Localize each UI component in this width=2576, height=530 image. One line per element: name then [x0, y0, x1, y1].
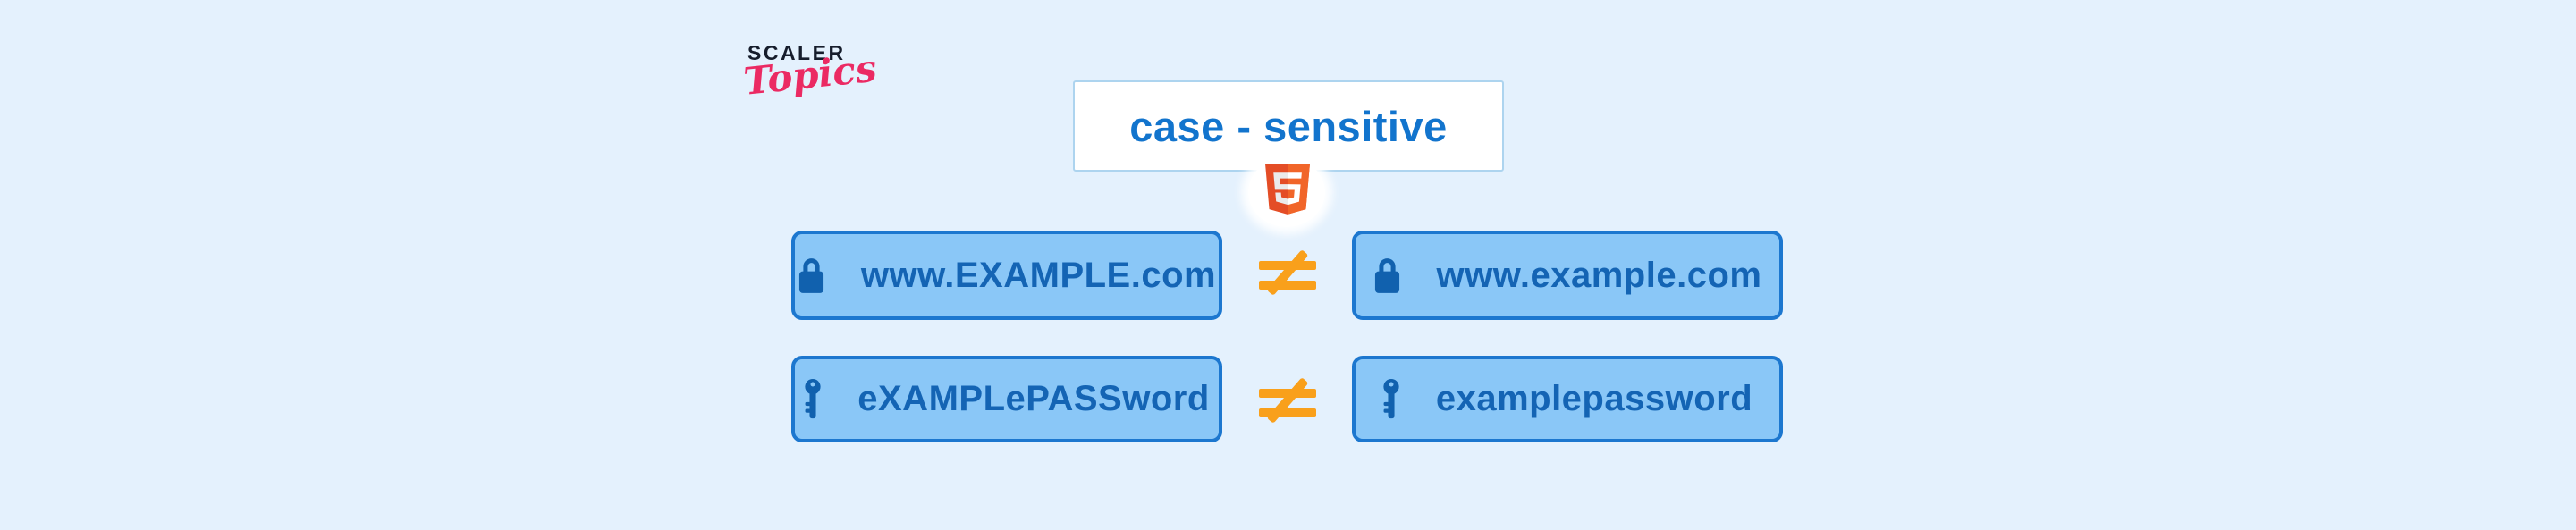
url-uppercase-box: www.EXAMPLE.com: [791, 231, 1222, 320]
scaler-topics-logo: SCALER Topics: [741, 41, 891, 104]
url-lowercase-label: www.example.com: [1436, 255, 1762, 295]
password-lowercase-label: examplepassword: [1435, 379, 1753, 418]
banner-label: case - sensitive: [1129, 102, 1448, 150]
url-uppercase-label: www.EXAMPLE.com: [860, 255, 1217, 295]
password-mixedcase-label: eXAMPLePASSword: [857, 379, 1210, 418]
case-sensitive-banner: case - sensitive: [1073, 80, 1504, 172]
url-lowercase-box: www.example.com: [1352, 231, 1783, 320]
not-equal-icon: [1259, 249, 1316, 296]
password-mixedcase-box: eXAMPLePASSword: [791, 356, 1222, 442]
lock-icon: [798, 257, 823, 293]
not-equal-bottom-bar: [1259, 408, 1316, 417]
lock-icon: [1374, 257, 1399, 293]
not-equal-icon: [1259, 377, 1316, 424]
key-icon: [805, 378, 821, 418]
password-lowercase-box: examplepassword: [1352, 356, 1783, 442]
key-icon: [1383, 378, 1399, 418]
not-equal-bottom-bar: [1259, 281, 1316, 290]
html5-logo-icon: [1265, 164, 1310, 215]
brand-scaler-text: SCALER: [747, 41, 846, 64]
